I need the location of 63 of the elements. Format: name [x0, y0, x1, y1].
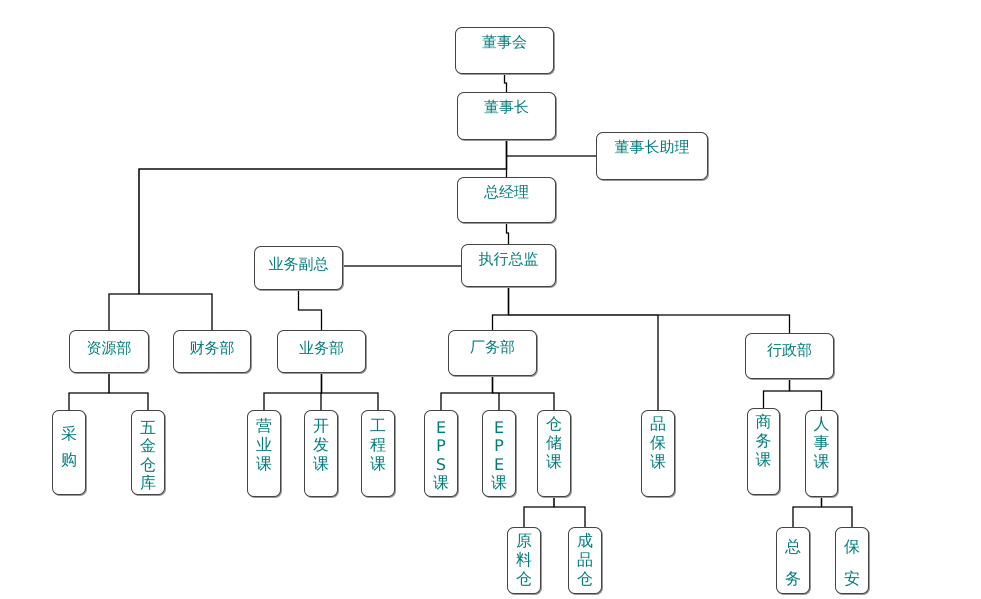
department-box — [455, 27, 554, 74]
node-label: 董事长 — [483, 98, 530, 117]
node-label: 业务部 — [298, 339, 345, 358]
connector-line — [508, 287, 790, 333]
connector-line — [320, 373, 379, 410]
section-box — [507, 527, 541, 594]
node-label: 董事会 — [481, 33, 528, 52]
section-box — [568, 527, 602, 594]
department-box — [69, 330, 149, 373]
node-label: 总务 — [785, 536, 801, 590]
connector-line — [492, 376, 555, 410]
section-box — [131, 410, 165, 495]
node-label: 品保课 — [650, 414, 666, 472]
node-label: EPE课 — [491, 419, 507, 493]
section-box — [424, 410, 458, 497]
section-box — [52, 410, 86, 495]
department-box — [457, 92, 556, 140]
department-box — [277, 330, 366, 373]
department-box — [745, 333, 834, 379]
section-box — [247, 410, 281, 497]
department-box — [461, 244, 556, 287]
node-label: 工程课 — [370, 416, 386, 474]
node-label: 资源部 — [86, 339, 132, 358]
department-box — [596, 132, 708, 180]
connector-line — [504, 74, 508, 92]
node-label: 仓储课 — [546, 414, 562, 472]
node-label: EPS课 — [433, 419, 449, 493]
section-box — [304, 410, 338, 497]
department-box — [448, 330, 537, 376]
node-label: 商务课 — [756, 412, 772, 470]
node-label: 成品仓 — [577, 531, 593, 589]
connector-line — [343, 265, 461, 267]
node-label: 行政部 — [766, 341, 813, 360]
section-box — [805, 410, 838, 497]
node-label: 执行总监 — [478, 250, 540, 269]
node-label: 厂务部 — [469, 338, 516, 357]
section-box — [361, 410, 395, 497]
department-box — [254, 246, 343, 290]
node-label: 总经理 — [483, 183, 530, 202]
section-box — [482, 410, 516, 497]
connector-line — [108, 373, 149, 410]
department-box — [457, 177, 556, 223]
node-label: 董事长助理 — [614, 138, 690, 157]
node-label: 开发课 — [313, 416, 329, 474]
section-box — [641, 410, 675, 497]
connector-line — [298, 290, 322, 330]
node-label: 采购 — [61, 423, 77, 471]
connector-line — [820, 497, 853, 527]
node-label: 五金仓库 — [140, 419, 156, 493]
node-label: 业务副总 — [268, 255, 330, 274]
node-label: 财务部 — [188, 339, 236, 358]
connector-line — [506, 223, 510, 244]
department-box — [173, 330, 251, 373]
connector-line — [553, 497, 586, 527]
node-label: 原料仓 — [516, 531, 532, 589]
section-box — [776, 527, 810, 594]
node-label: 营业课 — [256, 416, 272, 474]
section-box — [835, 527, 869, 594]
node-label: 人事课 — [814, 414, 830, 472]
section-box — [747, 408, 780, 495]
connector-line — [788, 379, 822, 410]
node-label: 保安 — [844, 536, 860, 590]
section-box — [537, 410, 571, 497]
